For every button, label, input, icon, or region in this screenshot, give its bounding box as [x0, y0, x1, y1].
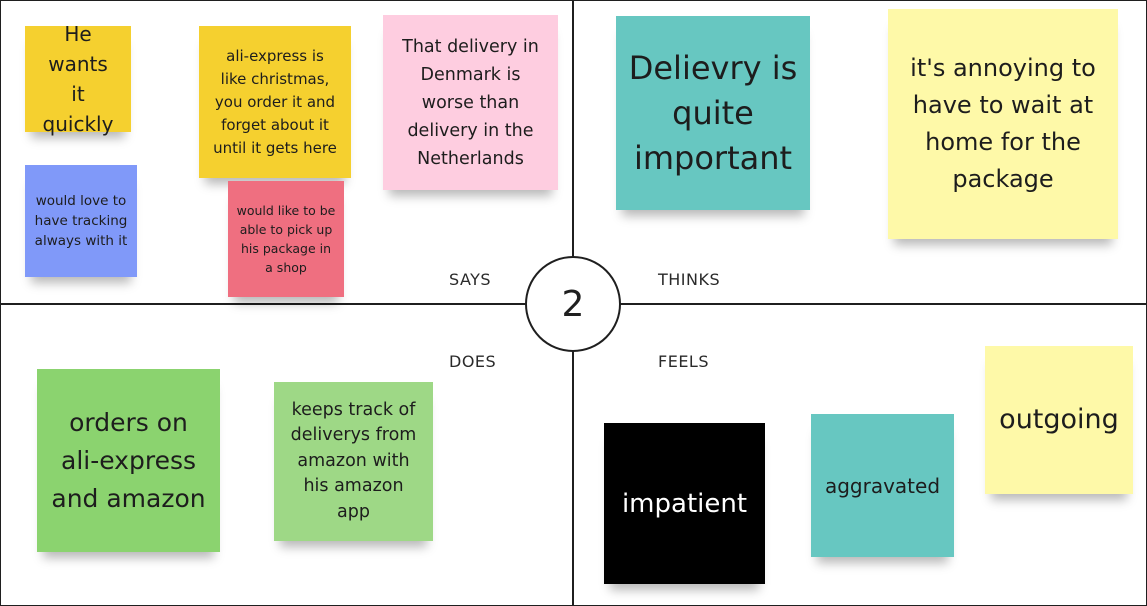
sticky-note-text: aggravated: [824, 473, 941, 498]
sticky-note[interactable]: outgoing: [985, 346, 1133, 494]
sticky-note[interactable]: impatient: [604, 423, 765, 584]
center-number: 2: [561, 283, 585, 325]
label-thinks: THINKS: [658, 270, 721, 289]
sticky-note[interactable]: orders on ali-express and amazon: [37, 369, 220, 552]
label-does: DOES: [449, 352, 497, 371]
sticky-note[interactable]: aggravated: [811, 414, 954, 557]
sticky-note-text: it's annoying to have to wait at home fo…: [910, 54, 1096, 193]
sticky-note-text: would like to be able to pick up his pac…: [236, 203, 336, 275]
sticky-note[interactable]: He wants it quickly: [25, 22, 131, 136]
label-feels: FEELS: [658, 352, 709, 371]
label-says: SAYS: [449, 270, 492, 289]
sticky-note[interactable]: would like to be able to pick up his pac…: [228, 181, 344, 297]
sticky-note-text: That delivery in Denmark is worse than d…: [402, 36, 539, 169]
sticky-note[interactable]: it's annoying to have to wait at home fo…: [888, 9, 1118, 239]
sticky-note-text: keeps track of deliverys from amazon wit…: [290, 399, 417, 522]
center-circle: 2: [525, 256, 621, 352]
sticky-note[interactable]: would love to have tracking always with …: [25, 165, 137, 277]
sticky-note-text: would love to have tracking always with …: [34, 193, 128, 249]
sticky-note-text: orders on ali-express and amazon: [51, 407, 206, 513]
sticky-note[interactable]: keeps track of deliverys from amazon wit…: [274, 382, 433, 541]
sticky-note[interactable]: Delievry is quite important: [616, 16, 810, 210]
sticky-note[interactable]: That delivery in Denmark is worse than d…: [383, 15, 558, 190]
sticky-note-text: impatient: [621, 488, 748, 519]
sticky-note-text: outgoing: [999, 404, 1119, 435]
sticky-note[interactable]: ali-express is like christmas, you order…: [199, 26, 351, 178]
sticky-note-text: Delievry is quite important: [628, 48, 798, 177]
sticky-note-text: He wants it quickly: [42, 22, 114, 136]
sticky-note-text: ali-express is like christmas, you order…: [213, 46, 337, 157]
